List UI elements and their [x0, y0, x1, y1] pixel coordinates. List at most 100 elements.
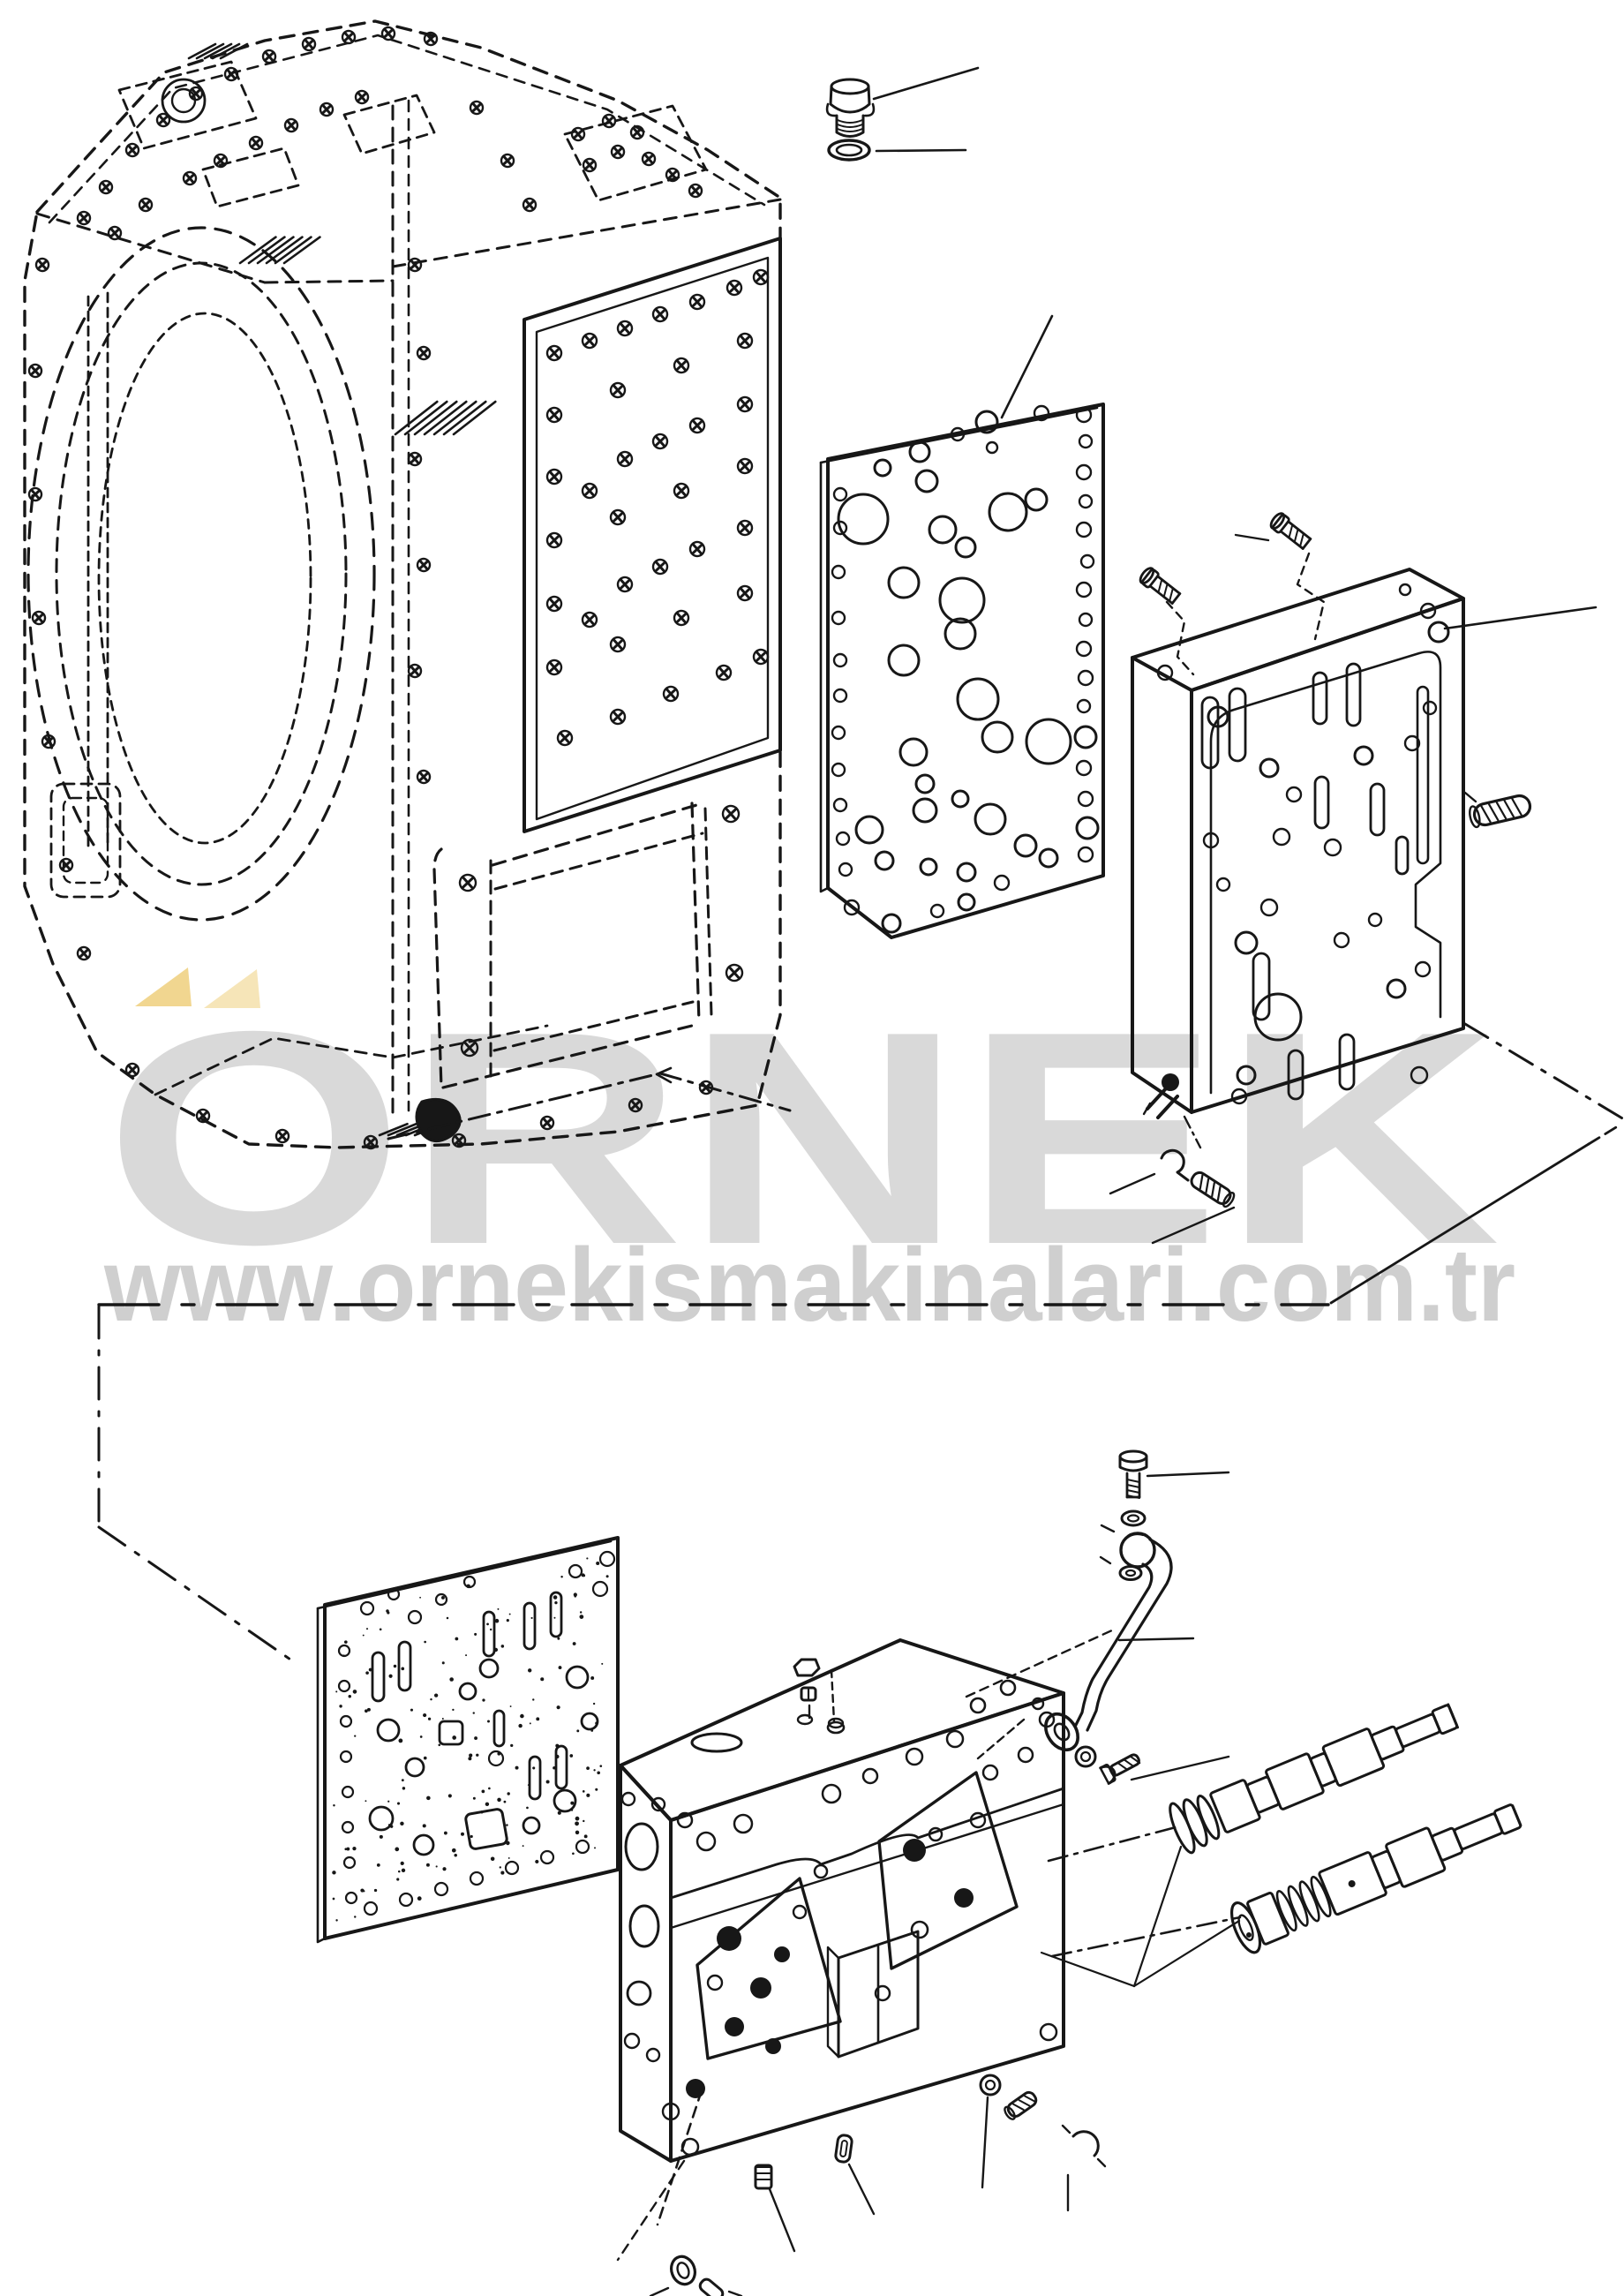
bolt-mark	[31, 610, 47, 626]
bolt-mark	[107, 225, 123, 241]
bolt-mark	[616, 576, 634, 593]
bolt-mark	[725, 963, 744, 982]
bolt-mark	[610, 144, 626, 160]
shift-rail-frame	[387, 802, 792, 1142]
filler-plug	[825, 66, 980, 138]
bolt-mark	[609, 708, 627, 726]
bolt-mark	[34, 257, 50, 273]
bolt-mark	[188, 86, 204, 102]
detent-spring	[1160, 1148, 1190, 1182]
bolt-mark	[301, 36, 317, 52]
valve-body-screw-b	[1269, 512, 1312, 550]
bolt-mark	[363, 1134, 379, 1150]
bolt-mark	[98, 179, 114, 195]
bolt-mark	[581, 611, 598, 629]
diagram-line-art	[23, 19, 1624, 2296]
bolt-mark	[601, 113, 617, 129]
bolt-mark	[76, 210, 92, 226]
bolt-mark	[58, 857, 74, 873]
transmission-case	[23, 19, 792, 1150]
bolt-mark	[451, 1133, 467, 1148]
bolt-mark	[458, 873, 477, 892]
bolt-mark	[609, 381, 627, 399]
bolt-mark	[195, 1108, 211, 1124]
link-parts	[1044, 1712, 1230, 1785]
oil-pipe-assembly	[1073, 1449, 1230, 1732]
umlaut-triangle-left	[135, 967, 192, 1006]
bolt-mark	[545, 468, 563, 486]
bolt-mark	[407, 451, 423, 467]
bolt-mark	[274, 1128, 290, 1144]
bolt-mark	[616, 320, 634, 337]
watermark-brand-text: ORNEK	[104, 968, 1500, 1307]
o-ring	[827, 139, 967, 162]
bolt-mark	[688, 540, 706, 558]
bolt-mark	[641, 151, 657, 167]
bolt-mark	[124, 142, 140, 158]
bolt-mark	[736, 457, 754, 475]
bolt-mark	[155, 112, 171, 128]
umlaut-triangle-right	[204, 969, 260, 1008]
bolt-mark	[673, 609, 690, 627]
bolt-mark	[539, 1115, 555, 1131]
bolt-mark	[736, 584, 754, 602]
bolt-mark	[545, 406, 563, 424]
bolt-mark	[616, 450, 634, 468]
bolt-mark	[721, 804, 741, 824]
bolt-mark	[609, 636, 627, 653]
bolt-mark	[609, 508, 627, 526]
bolt-mark	[522, 197, 538, 213]
bolt-mark	[423, 31, 439, 47]
bolt-mark	[545, 344, 563, 362]
bolt-mark	[556, 729, 574, 747]
bolt-mark	[319, 102, 335, 117]
corner-bolt	[1142, 1073, 1202, 1149]
bolt-mark	[581, 482, 598, 500]
bolt-mark	[570, 126, 586, 142]
detent-screw	[1109, 1171, 1236, 1245]
bolt-mark	[582, 157, 598, 173]
bolt-mark	[736, 395, 754, 413]
bolt-mark	[407, 663, 423, 679]
bolt-mark	[545, 531, 563, 549]
watermark-url-text: www.ornekismakinalari.com.tr	[103, 1227, 1515, 1344]
bolt-mark	[673, 357, 690, 374]
bolt-mark	[715, 664, 733, 681]
bolt-mark	[581, 332, 598, 350]
bolt-mark	[27, 363, 43, 379]
upper-control-spool	[1040, 1703, 1459, 1988]
bolt-mark	[213, 153, 229, 169]
bolt-mark	[354, 89, 370, 105]
bolt-mark	[416, 769, 432, 785]
lower-valve-body	[616, 1628, 1116, 2262]
stud-bolts	[793, 1658, 846, 1735]
bolt-mark	[341, 29, 357, 45]
bolt-mark	[407, 257, 423, 273]
bolt-mark	[27, 486, 43, 502]
lower-separator-plate	[316, 1536, 620, 1944]
bolt-mark	[545, 595, 563, 613]
bolt-mark	[500, 153, 515, 169]
upper-separator-plate	[819, 314, 1105, 939]
bolt-mark	[651, 558, 669, 576]
bolt-mark	[182, 170, 198, 186]
bolt-mark	[469, 100, 485, 116]
bolt-mark	[736, 332, 754, 350]
lower-control-spool	[1050, 1803, 1522, 1958]
bolt-mark	[726, 279, 743, 297]
bolt-mark	[651, 305, 669, 323]
bolt-mark	[380, 26, 396, 41]
bolt-mark	[629, 124, 645, 140]
small-fasteners	[649, 2074, 1107, 2296]
bolt-mark	[248, 135, 264, 151]
valve-mounting-panel	[523, 237, 782, 833]
watermark: ORNEK www.ornekismakinalari.com.tr	[103, 967, 1515, 1344]
bolt-mark	[41, 734, 56, 749]
bolt-mark	[138, 197, 154, 213]
bolt-mark	[688, 183, 703, 199]
spring-pin	[1463, 791, 1532, 829]
bolt-mark	[460, 1038, 479, 1058]
section-boundary	[97, 1022, 1624, 1663]
valve-body-screw-a	[1139, 567, 1182, 605]
